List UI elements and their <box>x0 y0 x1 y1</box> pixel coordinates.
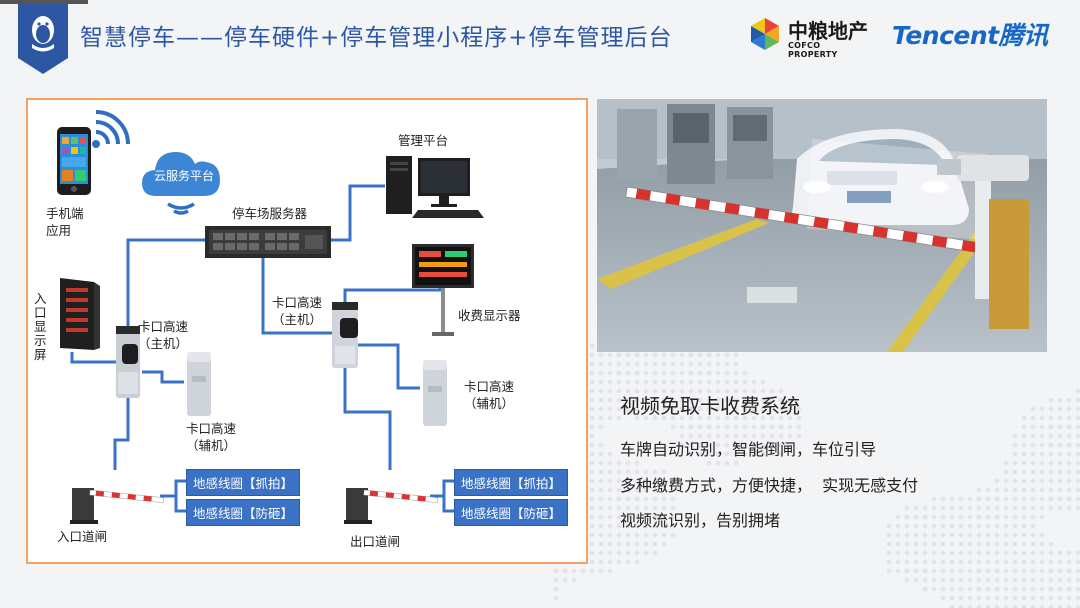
right-main-gate-label: 卡口高速 （主机） <box>272 295 323 327</box>
parking-server-label: 停车场服务器 <box>232 206 308 221</box>
header-top-bar <box>0 0 88 4</box>
left-loop-antismash-box: 地感线圈【防砸】 <box>186 499 301 526</box>
right-loop-antismash-box: 地感线圈【防砸】 <box>454 499 569 526</box>
left-loop-capture-box: 地感线圈【抓拍】 <box>186 469 301 496</box>
cloud-service-label: 云服务平台 <box>154 169 215 183</box>
right-aux-gate-unit-icon <box>423 360 447 426</box>
right-main-gate-unit-icon <box>332 302 358 368</box>
management-platform-label: 管理平台 <box>398 133 449 148</box>
cofco-cn-name: 中粮地产 <box>788 19 868 43</box>
fee-display-label: 收费显示器 <box>458 308 521 323</box>
desktop-computer-icon <box>386 156 484 218</box>
feature-line-2: 多种缴费方式，方便快捷， 实现无感支付 <box>620 476 919 495</box>
left-aux-gate-label: 卡口高速 （辅机） <box>186 421 237 453</box>
wifi-signal-icon <box>92 110 130 148</box>
cofco-en-name: COFCO PROPERTY <box>788 41 838 59</box>
right-loop-capture-box: 地感线圈【抓拍】 <box>454 469 569 496</box>
qq-penguin-badge-icon <box>18 0 68 74</box>
left-aux-gate-unit-icon <box>187 352 211 416</box>
page-title: 智慧停车——停车硬件+停车管理小程序+停车管理后台 <box>80 25 673 51</box>
entrance-barrier-label: 入口道闸 <box>57 529 108 544</box>
mobile-app-label: 手机端 应用 <box>46 206 84 238</box>
entrance-display-label: 入口显示屏 <box>34 291 47 362</box>
cofco-logo: 中粮地产 COFCO PROPERTY <box>748 15 872 59</box>
feature-line-3: 视频流识别，告别拥堵 <box>620 511 781 530</box>
tencent-logo: Tencent腾讯 <box>892 16 1048 52</box>
cloud-service-icon <box>142 152 220 215</box>
tencent-cn-name: 腾讯 <box>998 21 1049 50</box>
system-title: 视频免取卡收费系统 <box>620 394 800 418</box>
right-aux-gate-label: 卡口高速 （辅机） <box>464 379 515 411</box>
fee-display-icon <box>412 244 474 336</box>
tencent-en-name: Tencent <box>892 21 999 50</box>
exit-barrier-label: 出口道闸 <box>350 534 401 549</box>
feature-line-1: 车牌自动识别，智能倒闸，车位引导 <box>620 440 877 459</box>
dotted-map-decoration <box>553 343 1080 608</box>
exit-barrier-gate-icon <box>344 488 439 524</box>
smartphone-icon <box>57 127 91 195</box>
left-main-gate-label: 卡口高速 （主机） <box>138 319 189 351</box>
rack-server-icon <box>205 226 331 258</box>
entrance-display-screen-icon <box>60 278 100 350</box>
cofco-emblem-icon <box>751 18 779 50</box>
entrance-barrier-gate-icon <box>70 488 165 524</box>
parking-gate-illustration <box>597 99 1047 352</box>
left-main-gate-unit-icon <box>116 326 140 398</box>
